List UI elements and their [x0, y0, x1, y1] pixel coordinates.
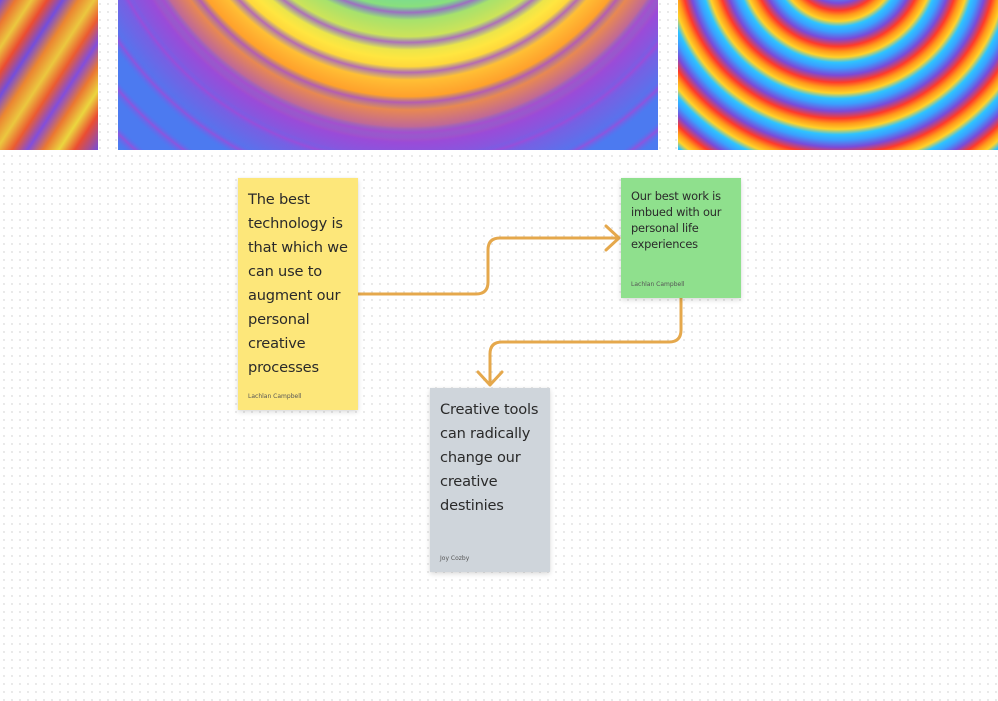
connector-green-to-gray[interactable]	[488, 296, 683, 386]
arrowhead-green	[604, 224, 621, 252]
sticky-note-text: The best technology is that which we can…	[248, 191, 348, 376]
connector-yellow-to-green[interactable]	[356, 236, 620, 296]
wave-pattern-image-middle[interactable]	[118, 0, 658, 150]
sticky-note-yellow[interactable]: The best technology is that which we can…	[238, 178, 358, 410]
sticky-note-gray[interactable]: Creative tools can radically change our …	[430, 388, 550, 572]
wave-pattern-image-left[interactable]	[0, 0, 98, 150]
sticky-note-author: Lachlan Campbell	[248, 393, 302, 400]
sticky-note-text: Our best work is imbued with our persona…	[631, 189, 722, 251]
wave-pattern-right-graphic	[678, 0, 998, 150]
wave-pattern-middle-graphic	[118, 0, 658, 150]
sticky-note-author: Lachlan Campbell	[631, 281, 685, 288]
wave-pattern-image-right[interactable]	[678, 0, 998, 150]
sticky-note-text: Creative tools can radically change our …	[440, 401, 539, 514]
arrowhead-gray	[476, 370, 504, 387]
sticky-note-green[interactable]: Our best work is imbued with our persona…	[621, 178, 741, 298]
wave-pattern-left-graphic	[0, 0, 98, 150]
sticky-note-author: Joy Cozby	[440, 555, 470, 562]
